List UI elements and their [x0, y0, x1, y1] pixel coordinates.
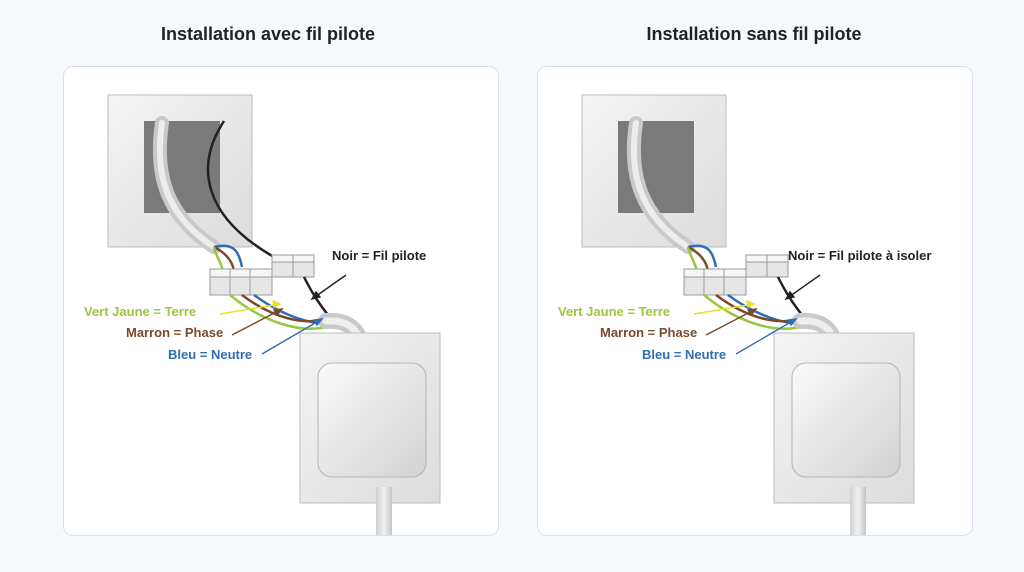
left-wiring-illustration — [107, 94, 441, 535]
annotation-arrows — [693, 274, 821, 355]
terminal-block-pilot — [271, 254, 315, 278]
label-neutral-wire: Bleu = Neutre — [642, 347, 727, 362]
terminal-block-left — [683, 268, 747, 296]
pilot-wire — [776, 276, 803, 316]
label-phase-wire: Marron = Phase — [126, 325, 224, 340]
label-earth-wire: Vert Jaune = Terre — [84, 304, 197, 319]
label-neutral-wire: Bleu = Neutre — [168, 347, 253, 362]
left-panel-title: Installation avec fil pilote — [160, 24, 376, 44]
right-panel-title: Installation sans fil pilote — [646, 24, 862, 44]
right-diagram-panel: Noir = Fil pilote à isoler Vert Jaune = … — [537, 66, 973, 536]
label-earth-wire: Vert Jaune = Terre — [558, 304, 671, 319]
heater-outlet — [299, 332, 441, 504]
terminal-block-pilot — [745, 254, 789, 278]
label-phase-wire: Marron = Phase — [600, 325, 698, 340]
wall-box — [581, 94, 727, 248]
heater-outlet — [773, 332, 915, 504]
pilot-wire — [206, 120, 275, 259]
terminal-block-left — [209, 268, 273, 296]
right-wiring-illustration — [581, 94, 915, 535]
left-diagram-panel: Noir = Fil pilote Vert Jaune = Terre Mar… — [63, 66, 499, 536]
label-pilot-wire: Noir = Fil pilote — [332, 248, 427, 263]
label-pilot-wire: Noir = Fil pilote à isoler — [788, 248, 932, 263]
annotation-arrows — [219, 274, 347, 355]
